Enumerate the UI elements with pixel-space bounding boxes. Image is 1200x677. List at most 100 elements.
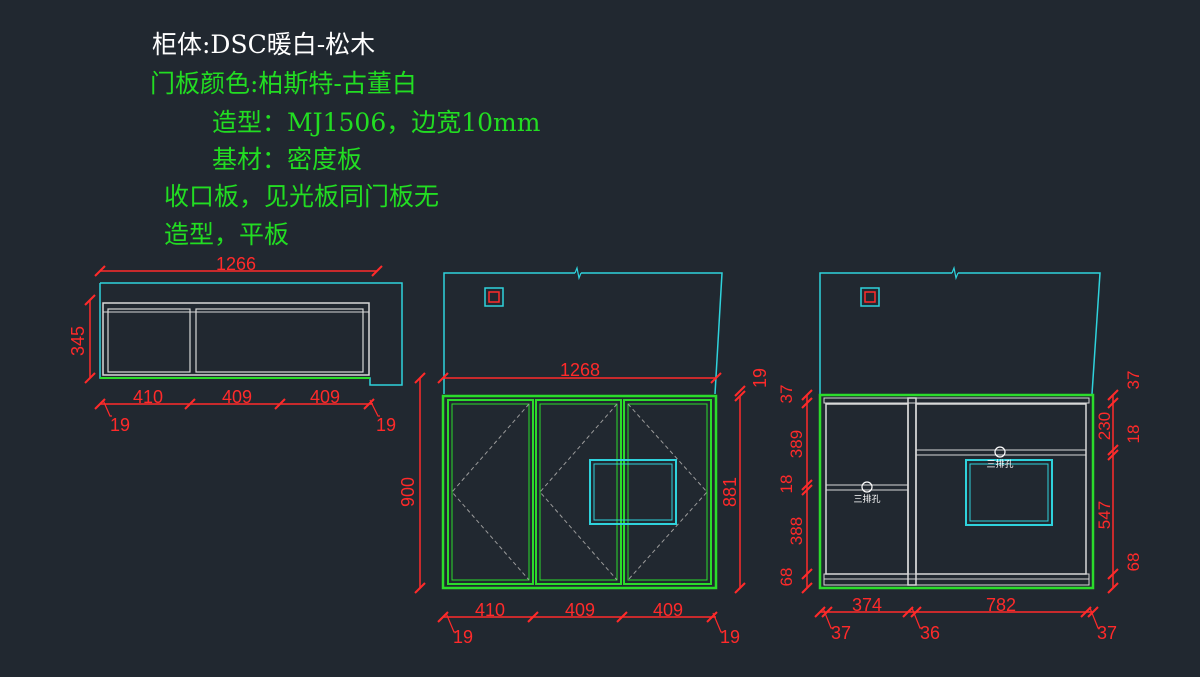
dim-top-side-left: 19 [110,415,130,435]
dim-tick [710,372,722,384]
dim-tick [801,479,813,491]
dim-interior-divider: 36 [920,623,940,643]
dim-tick [801,389,813,401]
interior-left-bay [825,403,909,575]
dim-tick [527,611,539,623]
interior-wall-outline [819,272,952,394]
dim-interior-left-bottom: 68 [777,568,796,587]
leader-front-left [445,612,456,633]
front-cabinet-outline [441,394,718,590]
dim-tick [1107,397,1119,409]
interior-right-bay [915,403,1087,575]
dim-tick [437,372,449,384]
dim-tick [363,398,375,410]
dim-tick [274,398,286,410]
top-view: 1266 345 410 409 409 19 19 [68,254,403,435]
hole-left-icon [861,481,873,493]
dim-tick [1107,449,1119,461]
dim-interior-side-left: 37 [831,623,851,643]
dim-tick [801,568,813,580]
dim-top-side-right: 19 [376,415,396,435]
dim-tick [1107,568,1119,580]
interior-sink-cutout [965,459,1053,526]
dim-tick [1107,582,1119,594]
socket-icon [860,287,880,307]
interior-divider [907,397,917,586]
socket-icon [484,287,504,307]
front-door-2-panel [539,403,618,581]
dim-front-width: 1268 [560,360,600,380]
dim-top-bay3: 409 [310,387,340,407]
dim-interior-right-bottom: 68 [1124,553,1143,572]
hole-label-right: 三排孔 [986,458,1013,470]
dim-front-top-thickness: 19 [750,368,770,388]
dim-front-bay2: 409 [565,600,595,620]
dim-top-bay1: 410 [133,387,163,407]
dim-front-side-right: 19 [720,627,740,647]
note-door-style: 造型：MJ1506，边宽10mm [212,108,541,137]
front-door-1-panel [451,403,530,581]
dim-interior-right-shelf: 18 [1124,425,1143,444]
top-view-outline [99,282,403,386]
dim-tick [616,611,628,623]
dim-front-height: 900 [398,477,418,507]
leader-interior-divider [911,607,922,629]
dim-tick [414,582,426,594]
dim-interior-right-lower: 547 [1095,501,1114,529]
dim-interior-right-top: 37 [1124,371,1143,390]
dim-top-width: 1266 [216,254,256,274]
dim-tick [910,606,922,618]
dim-tick [734,390,746,402]
top-view-box [102,302,370,376]
dim-tick [902,606,914,618]
note-substrate: 基材：密度板 [212,145,363,174]
dim-tick [184,398,196,410]
dim-tick [1080,606,1092,618]
dim-tick [371,265,383,277]
dim-front-side-left: 19 [453,627,473,647]
hole-label-left: 三排孔 [853,493,880,505]
dim-tick [1107,389,1119,401]
dim-tick [821,606,833,618]
interior-wall-outline-right [958,272,1101,395]
note-door-color: 门板颜色:柏斯特-古董白 [150,69,417,98]
dim-interior-left-shelf: 18 [777,475,796,494]
dim-tick [801,582,813,594]
interior-view: 三排孔 三排孔 37 389 18 388 68 37 230 [777,265,1143,643]
break-mark [951,265,959,281]
note-cabinet-body: 柜体:DSC暖白-松木 [152,30,376,59]
front-door-3-panel [627,403,708,581]
leader-interior-left [822,607,833,629]
dim-top-bay2: 409 [222,387,252,407]
dim-interior-side-right: 37 [1097,623,1117,643]
front-wall-outline [443,272,575,394]
dim-tick [801,397,813,409]
dim-interior-right-upper: 230 [1095,412,1114,440]
socket-icon-inner [864,291,876,303]
dim-tick [1087,606,1099,618]
note-trim-line2: 造型，平板 [164,220,290,249]
front-view: 1268 900 881 19 410 409 409 19 [398,265,770,647]
dim-tick [734,385,746,397]
dim-tick [94,265,106,277]
leader-right [369,399,380,417]
door-swing-1 [451,403,530,581]
dim-front-bay1: 410 [475,600,505,620]
dim-interior-width-right: 782 [986,595,1016,615]
note-trim-line1: 收口板，见光板同门板无 [164,182,440,211]
leader-left [102,399,112,417]
dim-front-inner-height: 881 [720,477,740,507]
socket-icon-inner [488,291,500,303]
front-door-1 [447,399,534,585]
door-swing-2 [539,403,618,581]
leader-front-right [712,612,723,633]
leader-interior-right [1089,607,1100,629]
top-view-bay-left [107,308,191,373]
dim-tick [1107,444,1119,456]
dim-tick [801,484,813,496]
dim-interior-left-upper: 389 [787,430,806,458]
dim-front-bay3: 409 [653,600,683,620]
top-view-bay-right [195,308,364,373]
